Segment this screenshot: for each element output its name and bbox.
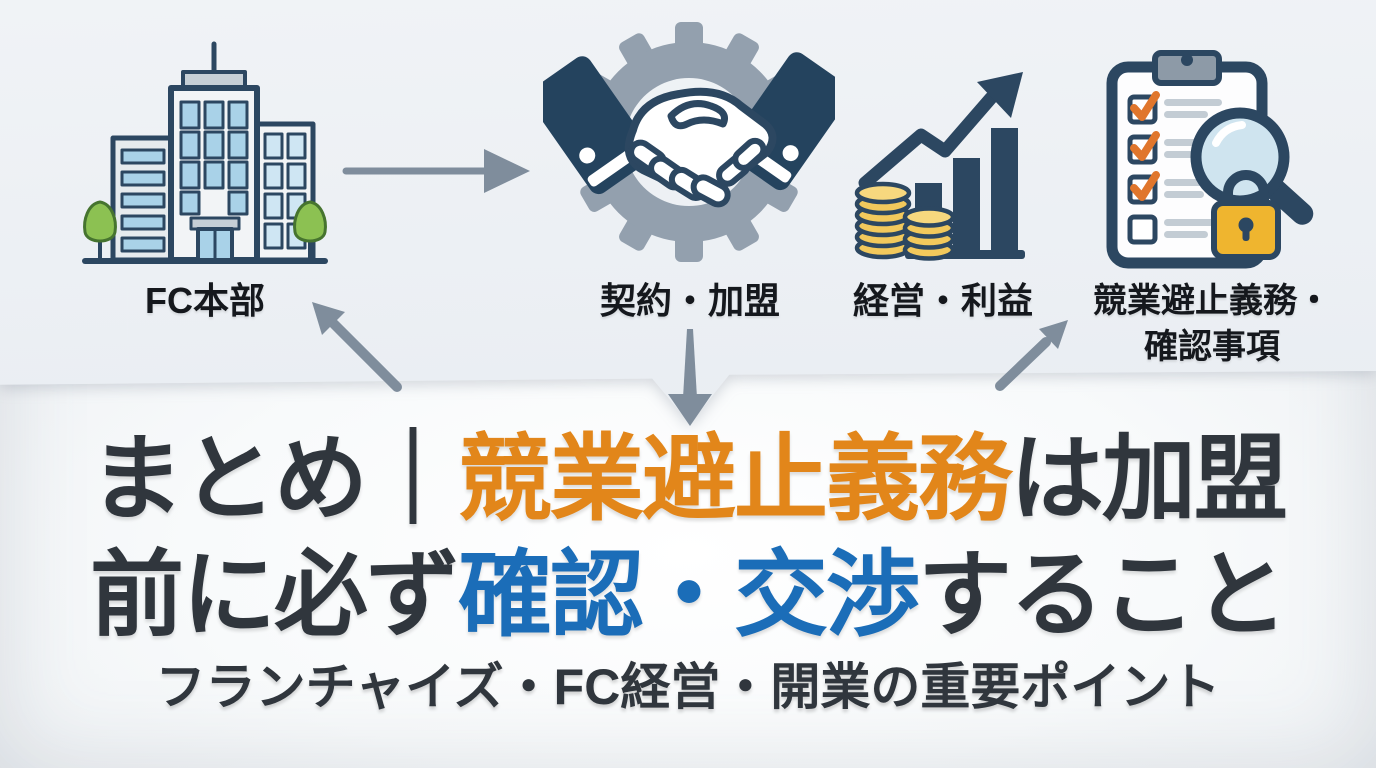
arrow-summary-to-building-icon [312,302,402,392]
trend-arrow [858,72,1023,190]
arrow-building-to-handshake-icon [342,149,530,193]
coin-stack-short [902,206,956,261]
headline-line1: まとめ｜競業避止義務は加盟 [0,432,1376,526]
headline-seg-noncompete: 競業避止義務 [457,426,1012,531]
handshake-gears-icon [543,22,835,262]
label-noncompete-line1: 競業避止義務・ [1093,282,1331,320]
label-noncompete-checklist: 競業避止義務・ 確認事項 [1062,278,1362,370]
headline-seg-wa-kamei: は加盟 [1010,426,1288,531]
headline-seg-kakunin: 確認・交渉 [457,542,920,647]
checklist-magnifier-lock-icon [1106,50,1314,269]
padlock-icon [1211,170,1281,260]
check-marks [1130,91,1160,201]
tree-left [83,200,117,262]
label-management-profit: 経営・利益 [852,280,1033,321]
headline-subtitle: フランチャイズ・FC経営・開業の重要ポイント [155,659,1221,715]
headline-seg-matome: まとめ｜ [89,426,460,531]
coin-stacks [854,181,956,261]
headline-line2: 前に必ず確認・交渉すること [0,548,1376,642]
label-fc-headquarters: FC本部 [145,280,265,321]
arrow-summary-to-checklist-icon [995,320,1068,391]
label-contract-joining: 契約・加盟 [599,280,780,321]
label-noncompete-line2: 確認事項 [1144,328,1280,366]
headline-seg-surukoto: すること [918,542,1288,647]
office-building-icon [82,41,328,264]
arrow-handshake-to-summary-icon [668,329,712,426]
clasped-hands [624,87,777,208]
tree-right [293,200,327,262]
coin-stack-tall [854,181,912,260]
headline-seg-maeni: 前に必ず [89,542,460,647]
bar-chart [905,128,1025,259]
growth-chart-coins-icon [854,72,1025,261]
